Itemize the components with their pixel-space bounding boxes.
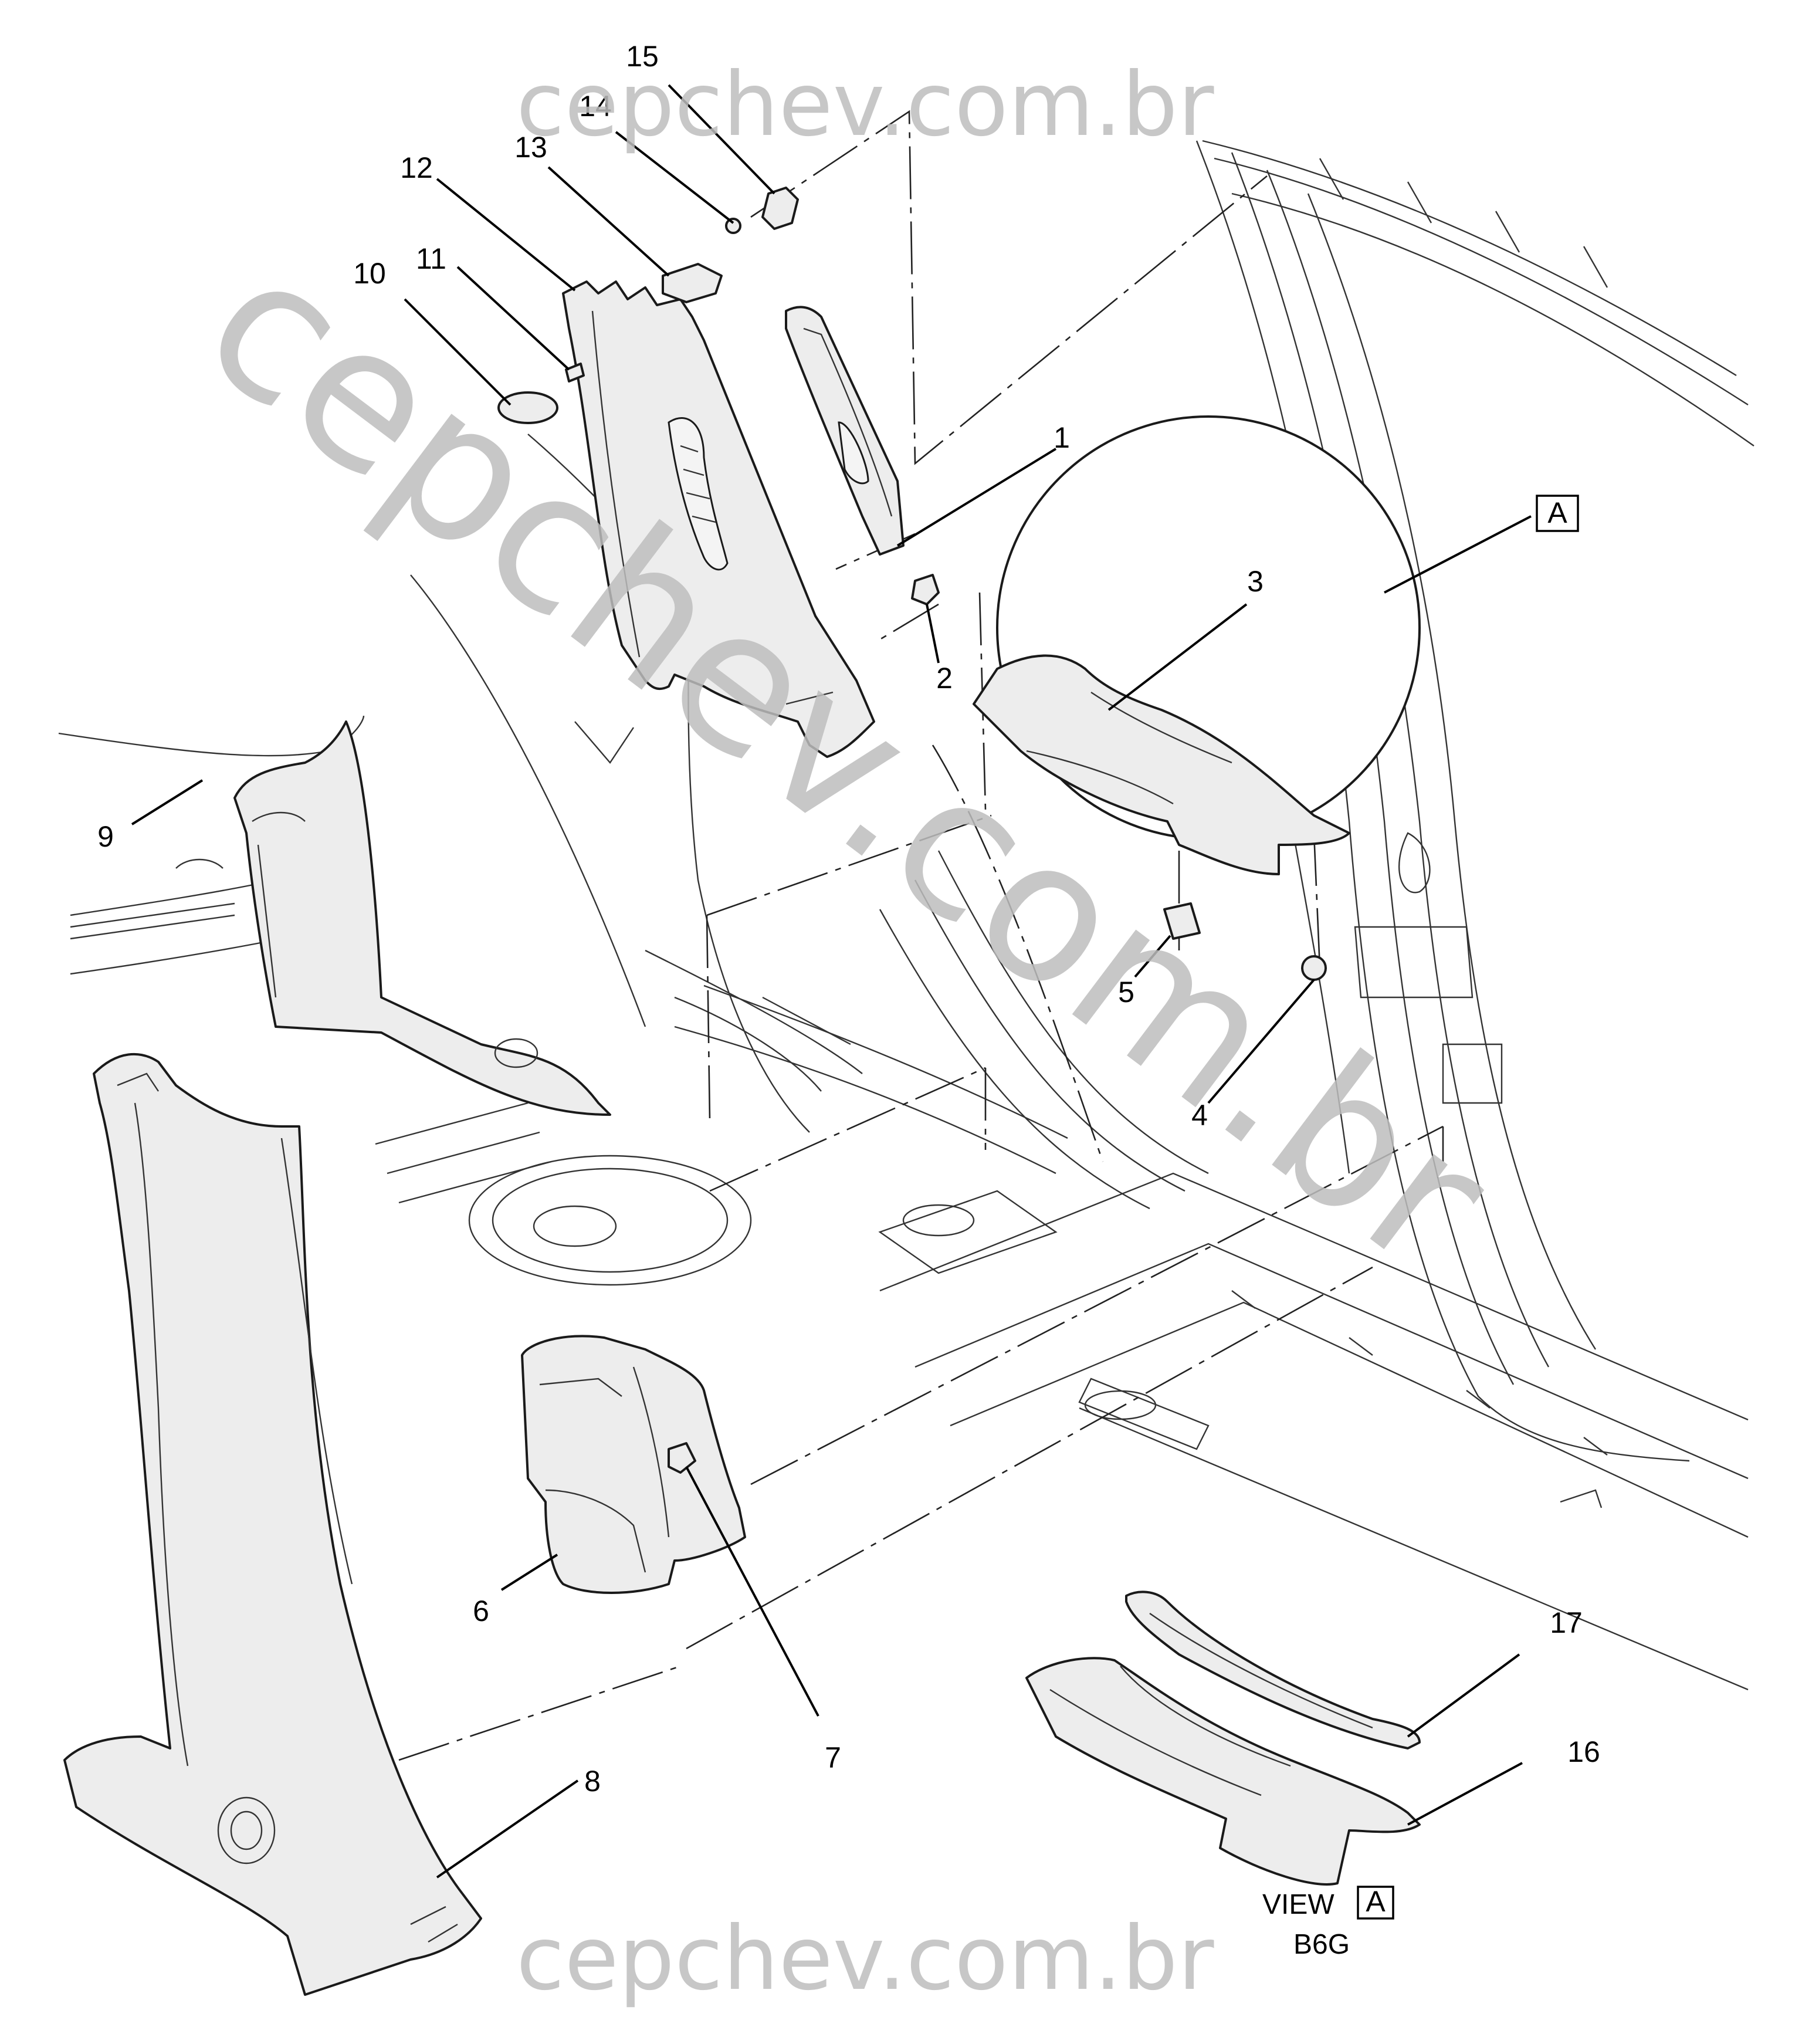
part-13-bracket xyxy=(662,263,723,303)
part-9-quarter-trim xyxy=(233,720,611,1116)
view-caption-prefix: VIEW xyxy=(1262,1889,1334,1920)
leader-lines xyxy=(131,84,1532,1879)
part-11-screw xyxy=(565,363,585,383)
watermark-bottom: cepchev.com.br xyxy=(516,1908,1214,2010)
callout-13: 13 xyxy=(514,131,547,164)
callout-7: 7 xyxy=(825,1741,841,1774)
callout-5: 5 xyxy=(1118,976,1134,1009)
part-12-upper-pillar-trim xyxy=(562,280,875,758)
fasteners xyxy=(497,187,1327,1474)
callout-16: 16 xyxy=(1567,1735,1600,1768)
callout-11: 11 xyxy=(416,242,446,275)
callout-labels: 1 2 3 4 5 6 7 8 9 10 11 12 13 14 15 16 1… xyxy=(97,40,1600,1798)
part-14-screw xyxy=(725,218,741,234)
callout-15: 15 xyxy=(626,40,659,73)
part-17-sill-plate-cover xyxy=(1125,1590,1421,1749)
part-10-cover-cap xyxy=(497,391,558,424)
callout-8: 8 xyxy=(584,1765,601,1798)
detail-view-circle xyxy=(973,415,1421,875)
callout-3: 3 xyxy=(1247,565,1264,598)
part-6-lower-trim-panel xyxy=(521,1335,746,1594)
view-caption-letter: A xyxy=(1366,1885,1386,1918)
part-8-lower-pillar-trim xyxy=(63,1053,482,1996)
part-2-clip xyxy=(911,574,940,605)
callout-2: 2 xyxy=(936,662,953,695)
vehicle-body-structure xyxy=(58,140,1754,1691)
view-caption-code: B6G xyxy=(1293,1929,1350,1960)
callout-6: 6 xyxy=(473,1595,489,1627)
callout-10: 10 xyxy=(353,257,386,290)
part-1-garnish-strip xyxy=(785,306,905,556)
callout-9: 9 xyxy=(97,820,114,853)
callout-4: 4 xyxy=(1191,1099,1208,1132)
view-a-reference-letter: A xyxy=(1547,496,1567,529)
view-a-reference: A xyxy=(1536,495,1579,532)
watermark-top: cepchev.com.br xyxy=(516,54,1214,156)
part-15-clip xyxy=(761,187,799,230)
callout-14: 14 xyxy=(579,90,612,123)
view-a-caption: VIEW A B6G xyxy=(1262,1885,1394,1960)
callout-17: 17 xyxy=(1550,1606,1583,1639)
callout-1: 1 xyxy=(1054,421,1070,454)
callout-12: 12 xyxy=(400,151,433,184)
part-5-clip xyxy=(1163,902,1201,940)
part-16-sill-plate xyxy=(1025,1657,1421,1886)
part-7-clip xyxy=(668,1442,696,1474)
